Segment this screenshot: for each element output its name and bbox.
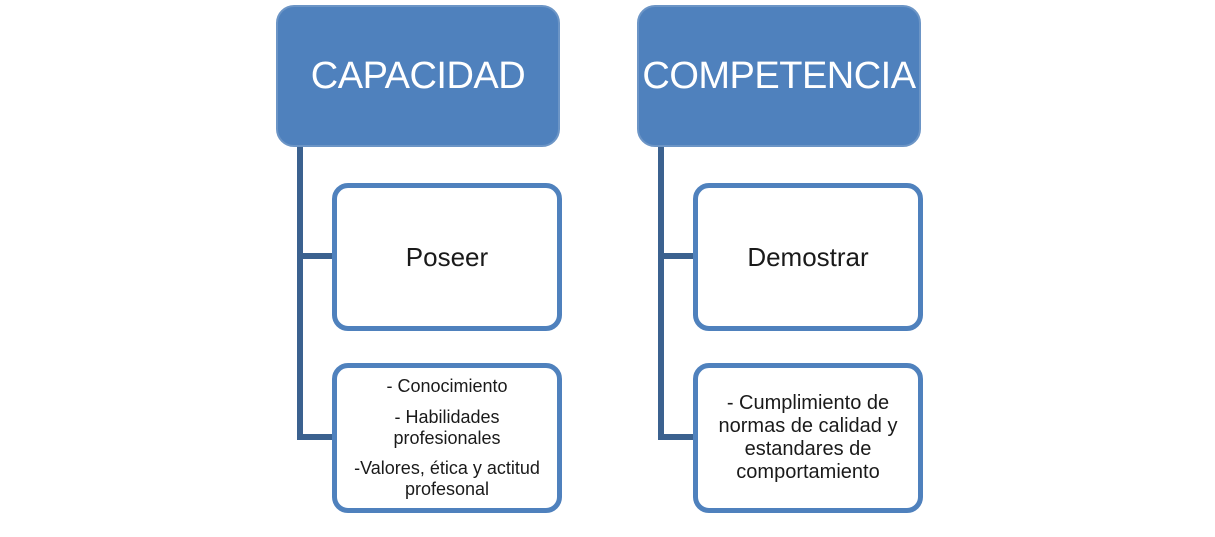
capacidad-header-box: CAPACIDAD: [276, 5, 560, 147]
poseer-label: Poseer: [405, 241, 489, 272]
capacidad-header-label: CAPACIDAD: [310, 54, 526, 97]
competencia-branch-line-items: [658, 434, 695, 440]
column-capacidad: CAPACIDAD Poseer - Conocimiento - Habili…: [276, 0, 566, 537]
capacidad-item-valores: -Valores, ética y actitud profesonal: [354, 458, 540, 500]
demostrar-box: Demostrar: [693, 183, 923, 331]
competencia-branch-line-demostrar: [658, 253, 695, 259]
competencia-items-box: - Cumplimiento de normas de calidad y es…: [693, 363, 923, 513]
competencia-header-box: COMPETENCIA: [637, 5, 921, 147]
competencia-header-label: COMPETENCIA: [642, 54, 916, 97]
capacidad-branch-line-poseer: [297, 253, 334, 259]
capacidad-vertical-connector-line: [297, 147, 303, 440]
poseer-box: Poseer: [332, 183, 562, 331]
competencia-item-cumplimiento: - Cumplimiento de normas de calidad y es…: [718, 392, 898, 483]
capacidad-items-box: - Conocimiento - Habilidades profesional…: [332, 363, 562, 513]
capacidad-item-conocimiento: - Conocimiento: [386, 376, 508, 397]
competencia-vertical-connector-line: [658, 147, 664, 440]
capacidad-item-habilidades: - Habilidades profesionales: [393, 406, 501, 448]
capacidad-branch-line-items: [297, 434, 334, 440]
column-competencia: COMPETENCIA Demostrar - Cumplimiento de …: [637, 0, 927, 537]
demostrar-label: Demostrar: [747, 241, 869, 272]
